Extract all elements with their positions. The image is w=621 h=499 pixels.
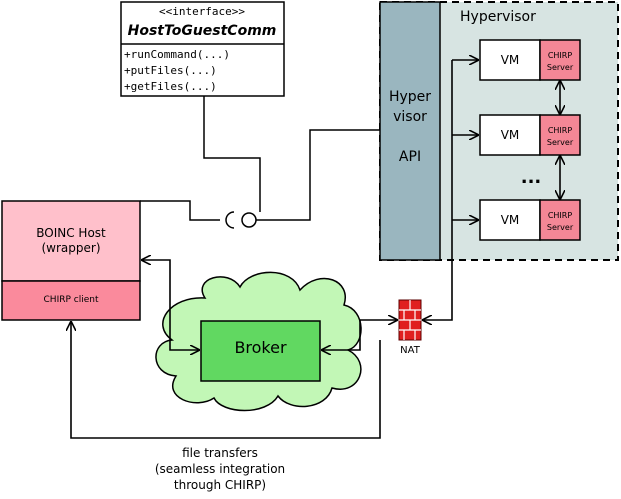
interface-box — [120, 1, 285, 97]
chirp-server-label: Server — [547, 223, 574, 232]
interface-method: +getFiles(...) — [124, 80, 217, 93]
vm-ellipsis: ... — [521, 167, 542, 188]
chirp-server-label: CHIRP — [548, 211, 573, 220]
chirp-server-label: Server — [547, 138, 574, 147]
host-broker-link — [142, 260, 199, 350]
api-provided-line — [256, 129, 380, 221]
firewall-icon — [398, 299, 422, 341]
broker-nat-link — [322, 320, 397, 350]
hypervisor-api-bar — [379, 1, 441, 261]
interface-class: <<interface>> HostToGuestComm +runComman… — [120, 1, 285, 97]
nat-label: NAT — [400, 345, 421, 356]
broker-label: Broker — [234, 338, 287, 357]
vm-node: VM CHIRP Server — [479, 39, 581, 81]
interface-method: +runCommand(...) — [124, 48, 230, 61]
hypervisor-api-line3: API — [399, 149, 421, 165]
vm-label: VM — [501, 128, 520, 142]
hypervisor-api-line2: visor — [393, 109, 427, 125]
interface-name: HostToGuestComm — [128, 23, 277, 39]
boinc-host: BOINC Host (wrapper) CHIRP client — [1, 200, 141, 321]
nat-vm-bus — [423, 60, 453, 320]
file-transfers-label: through CHIRP) — [174, 478, 266, 492]
chirp-server-box — [539, 114, 581, 156]
vm-node: VM CHIRP Server — [479, 199, 581, 241]
vm-label: VM — [501, 213, 520, 227]
interface-method: +putFiles(...) — [124, 64, 217, 77]
boinc-host-title: BOINC Host — [36, 226, 106, 240]
vm-label: VM — [501, 53, 520, 67]
provided-interface-icon — [241, 212, 257, 228]
chirp-server-label: CHIRP — [548, 51, 573, 60]
interface-stereotype: <<interface>> — [159, 5, 245, 18]
vm-box — [479, 199, 541, 241]
chirp-server-label: CHIRP — [548, 126, 573, 135]
boinc-host-box — [1, 200, 141, 282]
file-transfers-label: file transfers — [182, 446, 258, 460]
boinc-host-subtitle: (wrapper) — [41, 241, 100, 255]
hypervisor-label: Hypervisor — [460, 9, 536, 25]
required-interface-icon — [225, 211, 235, 229]
broker-box — [200, 320, 321, 382]
chirp-client-box — [1, 280, 141, 321]
chirp-server-box — [539, 39, 581, 81]
chirp-server-label: Server — [547, 63, 574, 72]
file-transfers-label: (seamless integration — [155, 462, 285, 476]
hypervisor-api-line1: Hyper — [389, 89, 431, 105]
vm-node: VM CHIRP Server — [479, 114, 581, 156]
chirp-client-label: CHIRP client — [44, 295, 99, 305]
chirp-server-box — [539, 199, 581, 241]
host-required-line — [140, 200, 220, 221]
vm-box — [479, 114, 541, 156]
vm-box — [479, 39, 541, 81]
file-transfer-path — [71, 322, 381, 439]
interface-link-line — [203, 96, 261, 212]
